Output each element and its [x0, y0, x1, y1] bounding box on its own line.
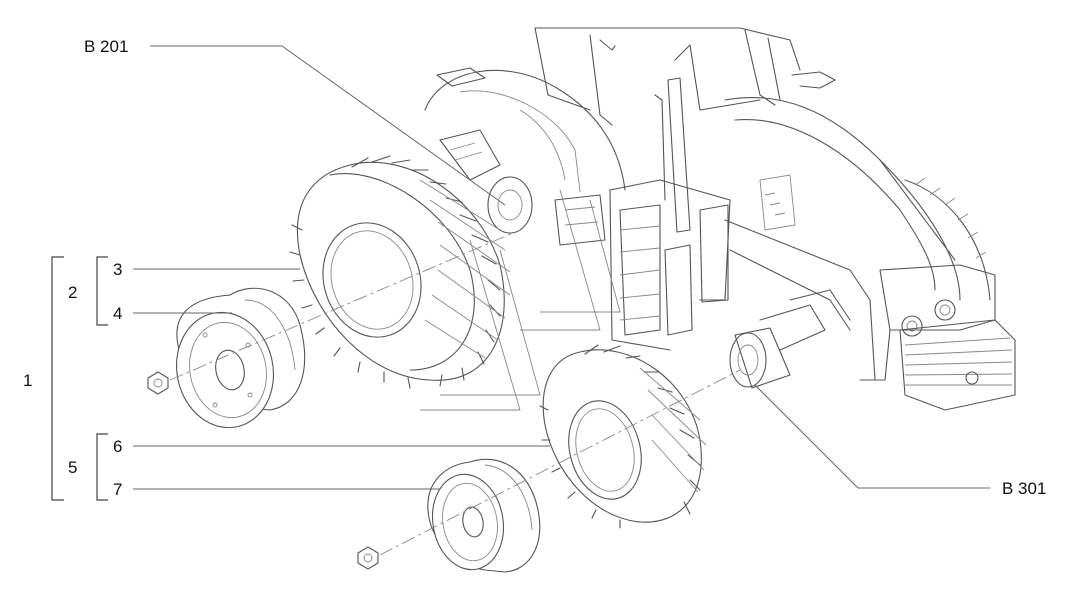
- callout-item-5: 5: [68, 458, 77, 477]
- front-axle-hub: [729, 289, 851, 389]
- leader-lines: [133, 45, 990, 490]
- callout-item-7: 7: [113, 480, 122, 499]
- bracket-2: [96, 256, 108, 326]
- front-wheel-nut: [357, 546, 379, 570]
- assembly-axis-lines: [169, 189, 741, 556]
- callout-item-2: 2: [68, 283, 77, 302]
- callout-b301: B 301: [1002, 479, 1046, 498]
- front-tyre: [539, 344, 707, 529]
- front-rim: [427, 458, 541, 573]
- callout-item-6: 6: [113, 437, 122, 456]
- bracket-5: [96, 433, 108, 501]
- group-brackets: [51, 256, 108, 501]
- callout-item-3: 3: [113, 260, 122, 279]
- callout-item-1: 1: [23, 371, 32, 390]
- callout-b201: B 201: [84, 37, 128, 56]
- rear-tyre: [289, 155, 511, 389]
- rear-wheel-nut: [147, 371, 169, 395]
- leader-b201: [150, 45, 506, 206]
- rear-rim: [175, 287, 306, 429]
- bracket-1: [51, 256, 64, 501]
- callout-item-4: 4: [113, 304, 122, 323]
- tractor-body: [424, 27, 1016, 411]
- leader-b301: [754, 384, 990, 489]
